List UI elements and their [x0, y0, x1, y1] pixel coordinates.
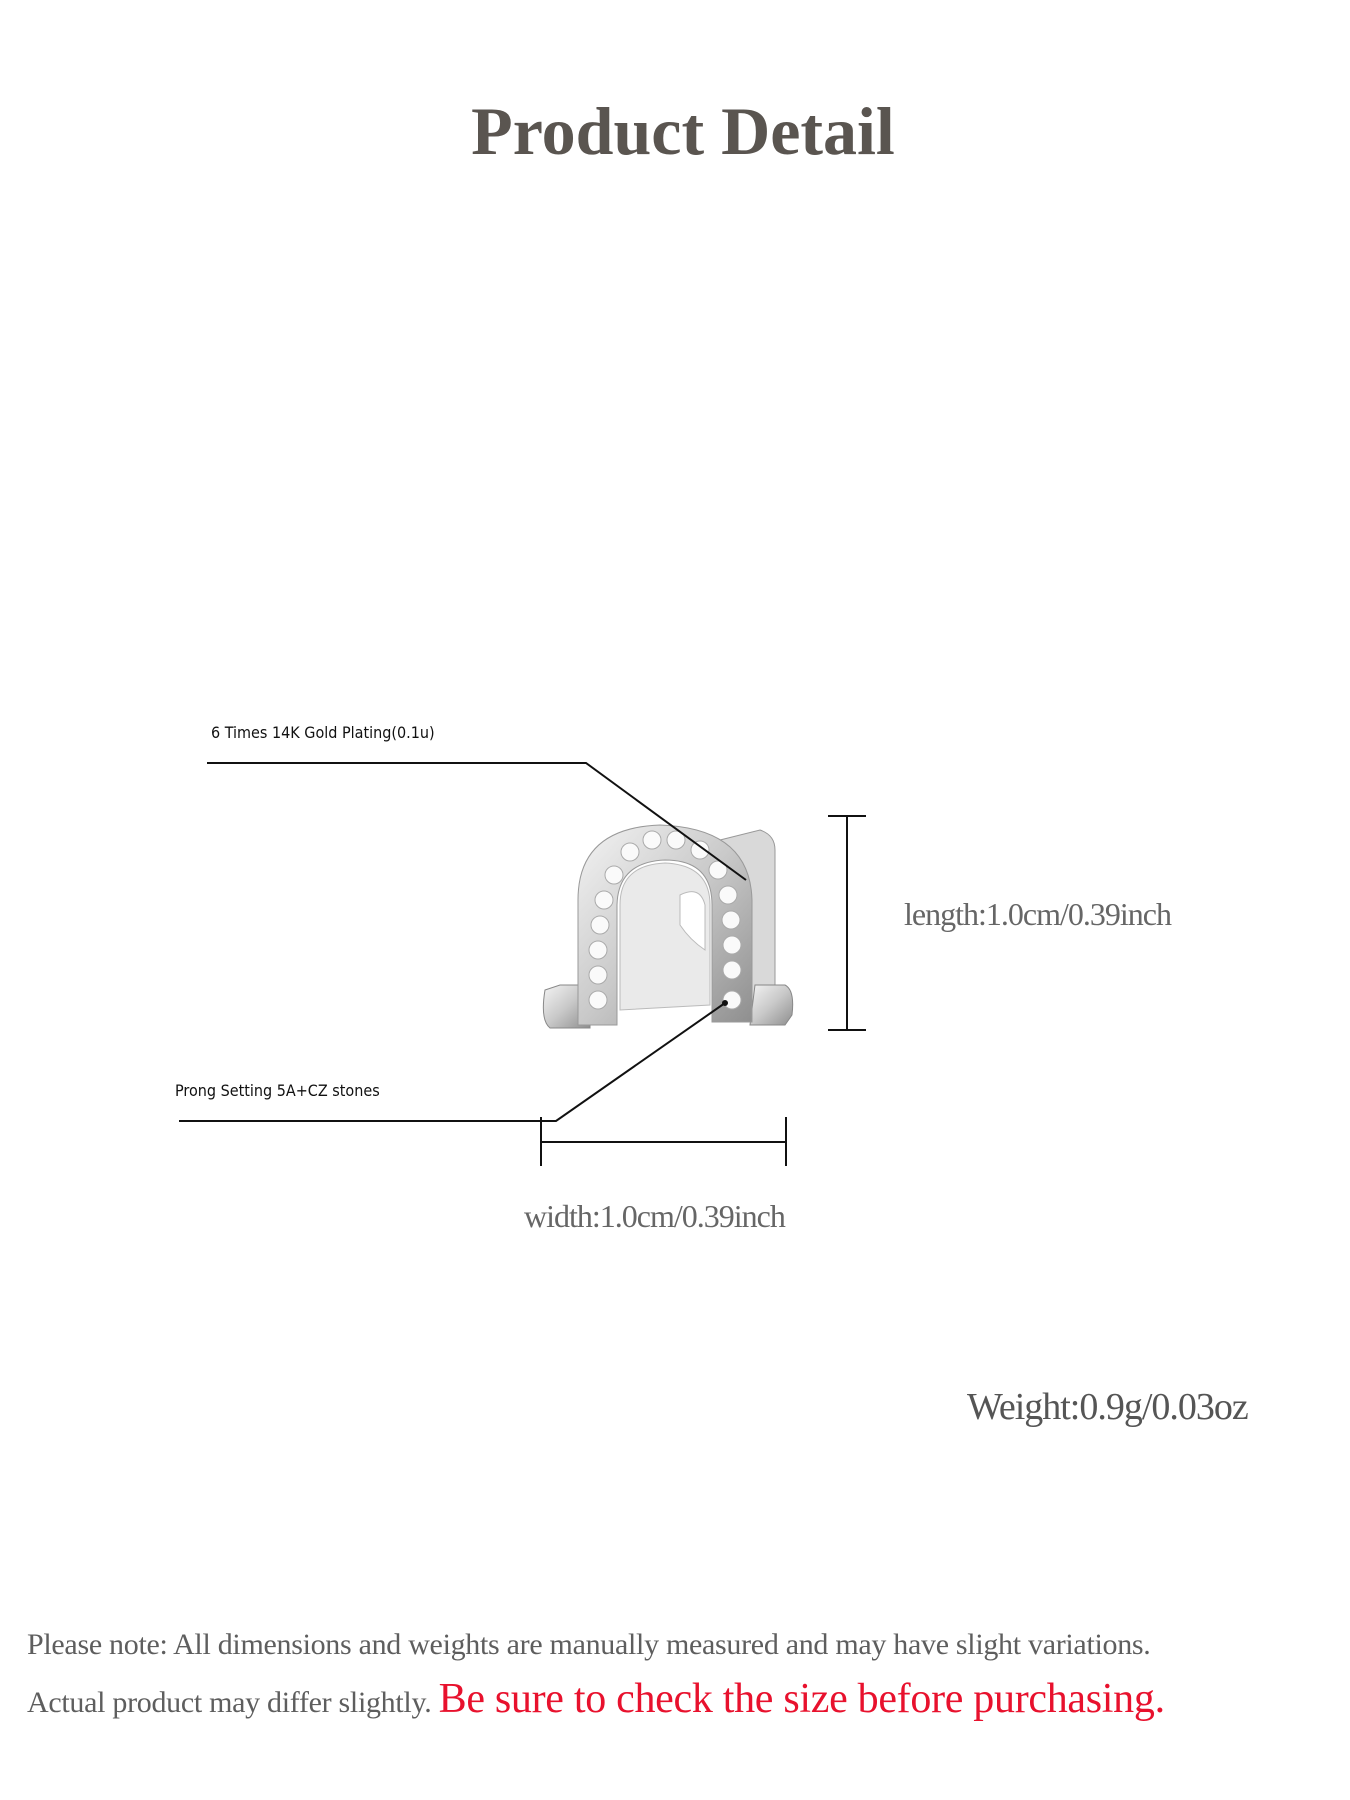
length-dimension-bar	[828, 815, 866, 1031]
product-image	[542, 824, 794, 1029]
width-dimension-bar	[540, 1117, 787, 1166]
size-warning: Be sure to check the size before purchas…	[438, 1676, 1165, 1722]
note-line-2-text: Actual product may differ slightly.	[27, 1686, 432, 1719]
note-line-1: Please note: All dimensions and weights …	[27, 1628, 1151, 1661]
page-title: Product Detail	[471, 93, 895, 169]
width-label: width:1.0cm/0.39inch	[524, 1198, 786, 1234]
setting-callout: Prong Setting 5A+CZ stones	[175, 1081, 380, 1100]
setting-leader-line	[179, 1002, 726, 1122]
length-label: length:1.0cm/0.39inch	[904, 896, 1172, 932]
weight-label: Weight:0.9g/0.03oz	[967, 1386, 1249, 1428]
note-line-2: Actual product may differ slightly. Be s…	[27, 1675, 1165, 1723]
plating-callout: 6 Times 14K Gold Plating(0.1u)	[211, 723, 435, 742]
plating-leader-line	[207, 762, 747, 881]
